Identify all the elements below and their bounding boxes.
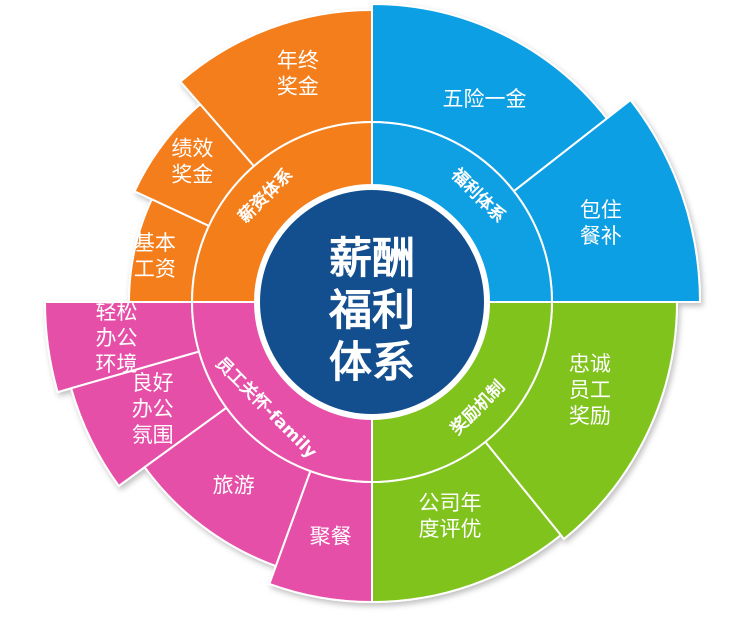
outer-segments	[43, 2, 702, 604]
care-item-label: 旅游	[213, 474, 255, 498]
incentive-item-label: 忠诚员工奖励	[569, 352, 611, 428]
care-item-label: 聚餐	[310, 524, 352, 548]
incentive-item-label: 公司年度评优	[418, 491, 481, 541]
salary-item-label: 年终奖金	[277, 49, 319, 99]
center-circle	[260, 190, 484, 414]
welfare-item-label: 五险一金	[442, 87, 526, 111]
care-item-label: 良好办公氛围	[132, 371, 174, 447]
care-item-label: 轻松办公环境	[96, 300, 138, 376]
middle-ring	[190, 120, 554, 484]
salary-item-label: 基本工资	[134, 231, 176, 281]
center-title: 薪酬福利体系	[328, 234, 415, 388]
salary-item-label: 绩效奖金	[171, 137, 213, 187]
welfare-item-label: 包住餐补	[580, 198, 622, 248]
